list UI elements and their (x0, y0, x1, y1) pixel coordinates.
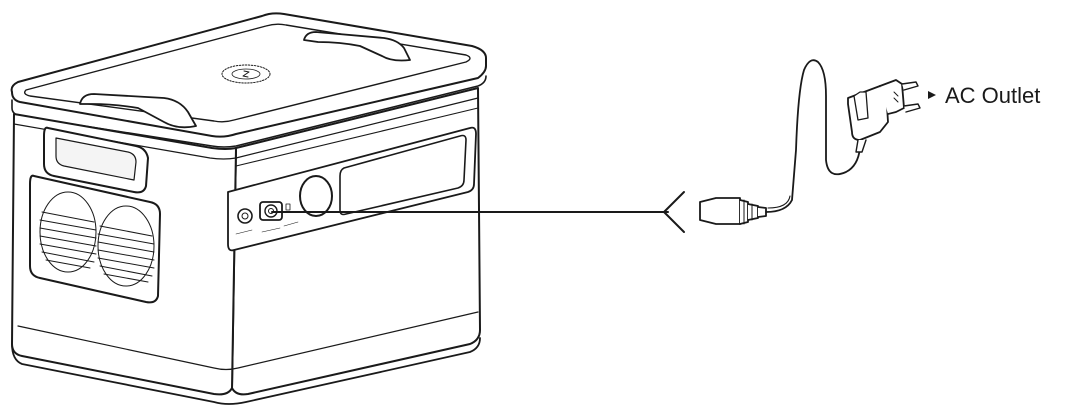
fan-left (39, 191, 97, 273)
cable-cord (765, 59, 861, 213)
display-panel (339, 134, 467, 216)
base-plinth (11, 337, 481, 405)
front-band (235, 107, 479, 167)
ac-charging-cable (271, 59, 936, 233)
body-seam (17, 311, 479, 371)
wireless-charging-icon (221, 64, 271, 84)
power-station (10, 12, 487, 405)
ac-plug-icon (847, 79, 921, 153)
lid-lip (11, 75, 487, 148)
insert-chevron (663, 191, 685, 233)
body-top-seam (13, 97, 479, 160)
side-vent-panel (29, 174, 161, 304)
iec-connector-icon (699, 197, 767, 225)
front-handle-top (79, 93, 197, 129)
ac-outlet-label: AC Outlet (945, 83, 1040, 108)
front-port-panel (227, 126, 477, 252)
dc-round-port (299, 175, 333, 217)
triangle-left-icon (928, 91, 936, 99)
fan-right (97, 205, 155, 287)
power-button (237, 208, 253, 224)
rear-handle (303, 31, 411, 62)
lid-inner (23, 23, 471, 123)
